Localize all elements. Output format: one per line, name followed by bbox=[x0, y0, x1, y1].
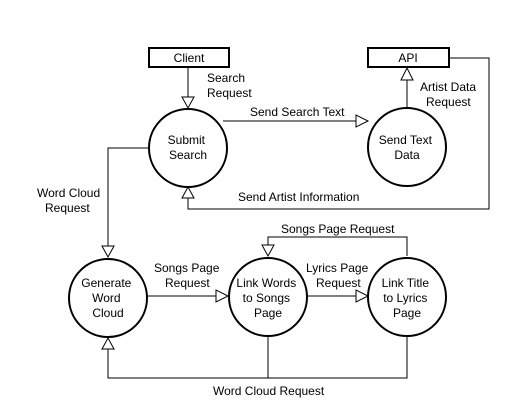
connector-link-title-to-link-words bbox=[267, 236, 408, 256]
arrowhead-into-submit-search bbox=[181, 96, 195, 110]
generate-word-cloud-process: Generate Word Cloud bbox=[68, 258, 148, 338]
edge-label-lyrics-page-request: Lyrics Page Request bbox=[306, 261, 372, 290]
edge-label-word-cloud-request-left: Word Cloud Request bbox=[37, 186, 103, 215]
connector-link-words-to-generate bbox=[107, 337, 269, 379]
arrowhead-artist-info-into-submit bbox=[181, 185, 195, 199]
arrowhead-into-api bbox=[400, 66, 414, 81]
connector-api-to-submit bbox=[187, 57, 490, 210]
edge-label-word-cloud-request-bottom: Word Cloud Request bbox=[213, 384, 325, 398]
arrowhead-into-link-words bbox=[215, 289, 230, 303]
api-label: API bbox=[398, 51, 417, 65]
edge-label-artist-data-request: Artist Data Request bbox=[420, 80, 479, 109]
api-box: API bbox=[367, 47, 450, 68]
edge-label-send-search-text: Send Search Text bbox=[250, 105, 345, 119]
arrowhead-bottom-into-generate bbox=[101, 336, 115, 350]
submit-search-label: Submit Search bbox=[168, 133, 209, 162]
connector-submit-to-generate bbox=[107, 147, 150, 246]
link-words-to-songs-page-process: Link Words to Songs Page bbox=[228, 257, 308, 337]
arrowhead-into-generate-word-cloud bbox=[101, 245, 115, 259]
arrowhead-into-send-text-data bbox=[355, 114, 370, 128]
connector-link-title-to-generate bbox=[268, 337, 408, 379]
send-text-data-process: Send Text Data bbox=[367, 107, 447, 187]
send-text-data-label: Send Text Data bbox=[379, 133, 436, 162]
edge-label-songs-page-request-mid: Songs Page Request bbox=[154, 261, 223, 290]
edge-label-send-artist-information: Send Artist Information bbox=[238, 190, 359, 204]
generate-word-cloud-label: Generate Word Cloud bbox=[81, 276, 134, 320]
link-title-to-lyrics-page-label: Link Title to Lyrics Page bbox=[382, 276, 433, 320]
edge-label-songs-page-request-top: Songs Page Request bbox=[281, 222, 395, 236]
arrowhead-into-link-title bbox=[355, 289, 370, 303]
edge-label-search-request: Search Request bbox=[207, 71, 252, 100]
client-label: Client bbox=[174, 51, 205, 65]
submit-search-process: Submit Search bbox=[148, 108, 228, 188]
link-title-to-lyrics-page-process: Link Title to Lyrics Page bbox=[367, 257, 447, 337]
client-box: Client bbox=[148, 47, 230, 68]
arrowhead-songs-into-link-words bbox=[261, 244, 275, 258]
link-words-to-songs-page-label: Link Words to Songs Page bbox=[236, 276, 299, 320]
